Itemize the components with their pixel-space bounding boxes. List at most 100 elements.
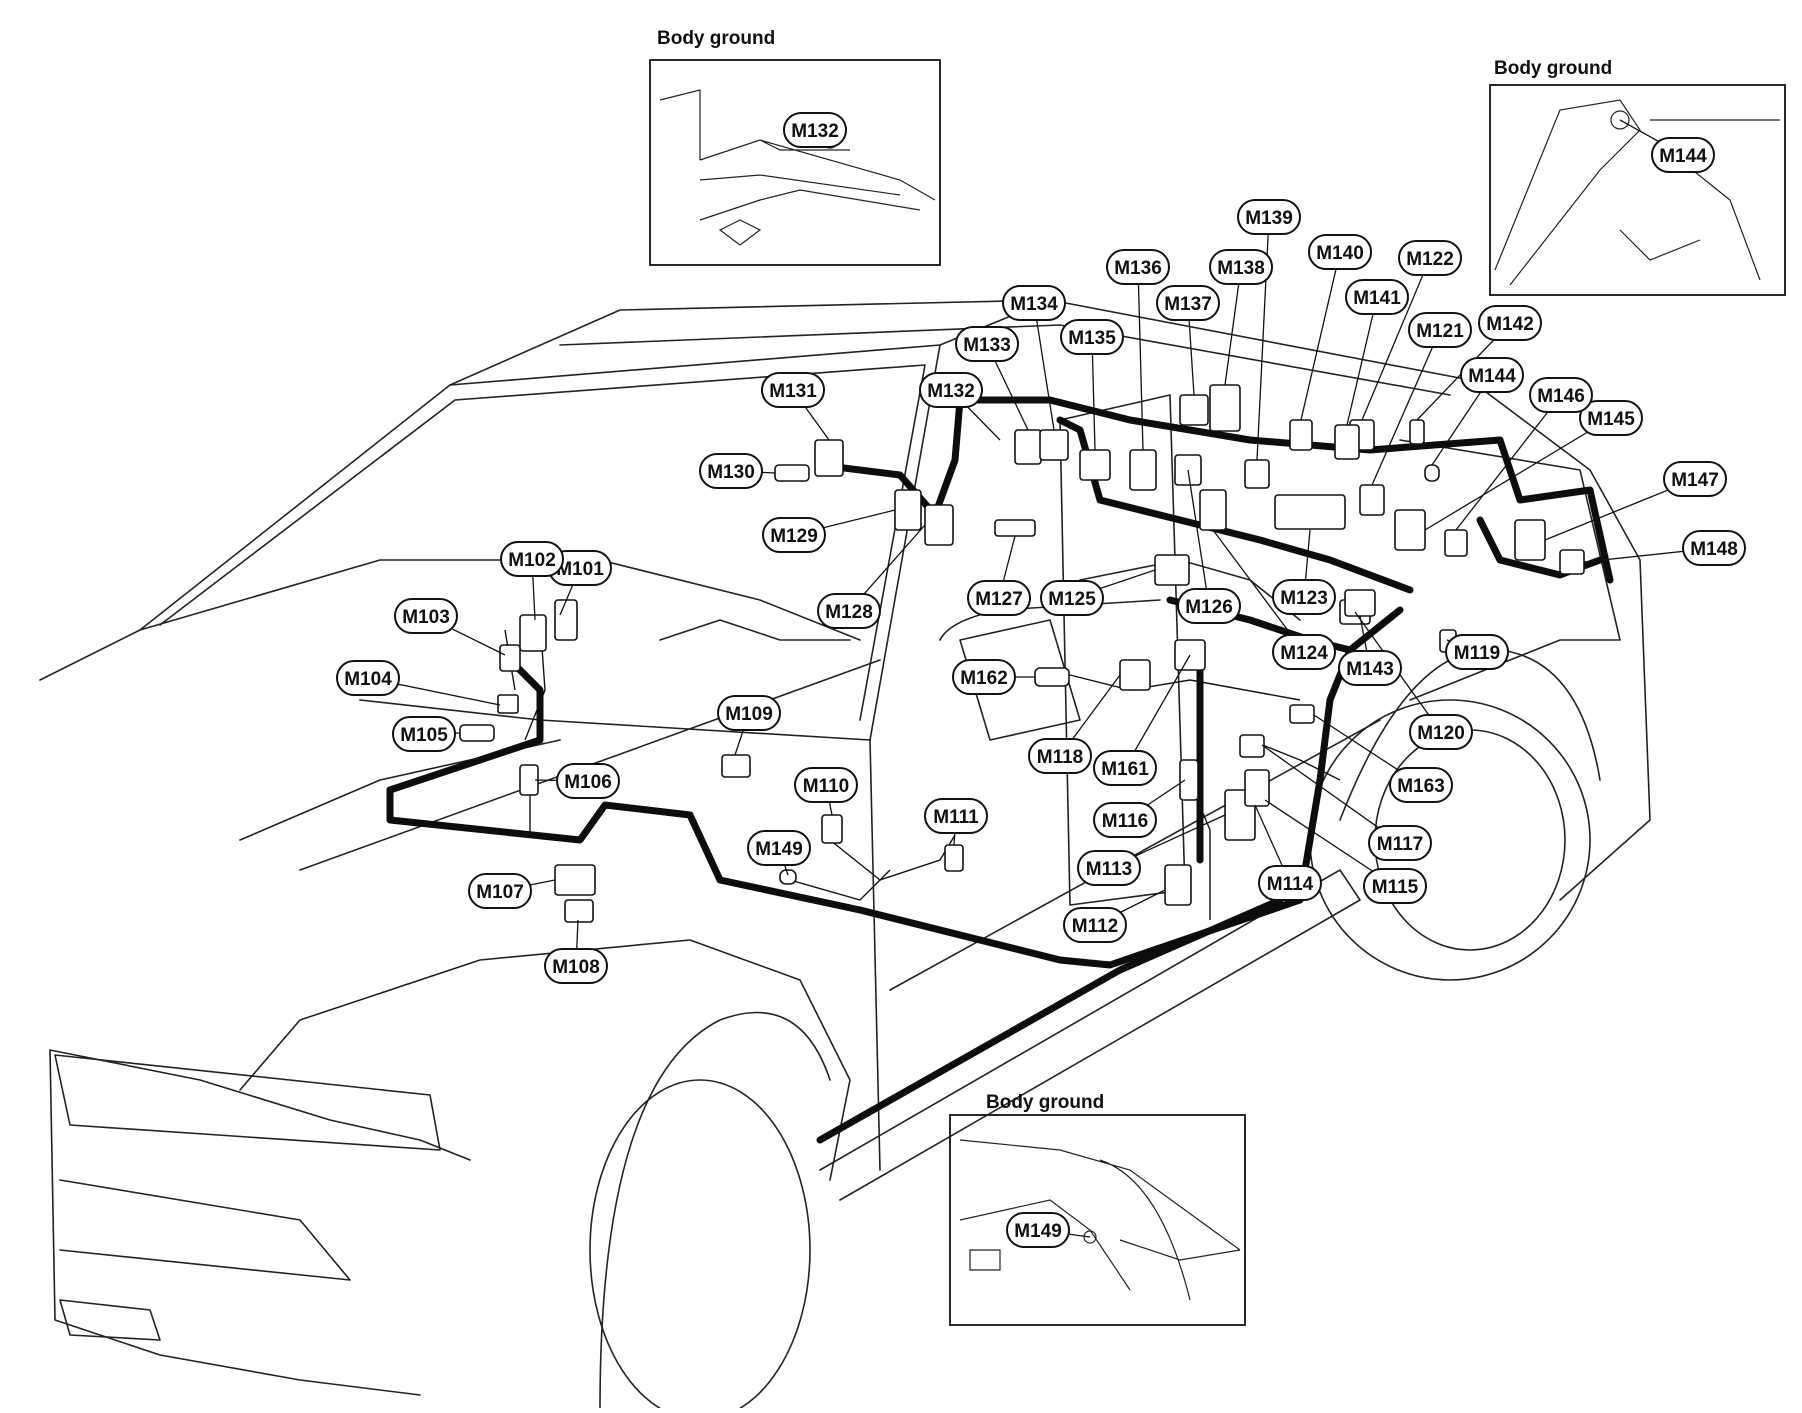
callout-m137-40: M137 [1156,285,1220,321]
callout-bubble [1106,249,1170,285]
car-door-front [869,739,881,1171]
callout-label: M133 [963,335,1011,356]
callout-bubble [1368,825,1432,861]
callout-m125-28: M125 [1040,580,1104,616]
callout-m126-29: M126 [1177,588,1241,624]
callout-m142-45: M142 [1478,305,1542,341]
connector-m145 [1394,509,1426,551]
connector-m111 [944,844,964,872]
connector-m129 [894,489,922,531]
callout-bubble [783,112,847,148]
connector-m130 [774,464,810,482]
inset-title-m132: Body ground [657,28,776,49]
connector-m140 [1289,419,1313,451]
callout-label: M114 [1267,874,1314,895]
callout-label: M132 [791,121,839,142]
callout-label: M120 [1417,723,1465,744]
callout-label: M109 [725,704,773,725]
callout-label: M126 [1185,597,1233,618]
callout-label: M163 [1397,776,1445,797]
callout-m118-18: M118 [1028,738,1092,774]
connector-m136 [1129,449,1157,491]
callout-m108-7: M108 [544,948,608,984]
connector-m142 [1409,419,1425,445]
leader-m122-25 [1361,257,1431,421]
callout-bubble [1445,634,1509,670]
callout-label: M162 [960,668,1008,689]
connector-m146 [1444,529,1468,557]
callout-m133-36: M133 [955,326,1019,362]
inset-box-m144 [1489,84,1786,296]
callout-bubble [1529,377,1593,413]
inset-m132-sketch [659,89,936,246]
callout-m107-6: M107 [468,873,532,909]
callout-label: M128 [825,602,873,623]
connector-m123 [1274,494,1346,530]
callout-m105-4: M105 [392,716,456,752]
callout-label: M136 [1114,258,1162,279]
callout-bubble [1579,400,1643,436]
connector-m139 [1244,459,1270,489]
callout-bubble [762,517,826,553]
connector-m134 [1039,429,1069,461]
car-foglamp [59,1299,161,1341]
callout-bubble [1272,634,1336,670]
callout-bubble [1002,285,1066,321]
connector-m137 [1179,394,1209,426]
inset-m144-sketch [1494,99,1780,286]
callout-label: M144 [1659,146,1707,167]
connector-m108 [564,899,594,923]
callout-bubble [1478,305,1542,341]
callout-label: M115 [1372,877,1419,898]
callout-m112-12: M112 [1063,907,1127,943]
callout-bubble [1028,738,1092,774]
callout-bubble [1060,319,1124,355]
callout-bubble [544,948,608,984]
callout-m147-50: M147 [1663,461,1727,497]
car-windshield [139,344,941,741]
connector-m162 [1034,667,1070,687]
callout-label: M139 [1245,208,1293,229]
callout-bubble [955,326,1019,362]
callout-bubble [1237,199,1301,235]
connector-m133 [1014,429,1042,465]
callout-m101-0: M101 [548,550,612,586]
callout-m103-2: M103 [394,598,458,634]
callout-m104-3: M104 [336,660,400,696]
callout-label: M134 [1010,294,1058,315]
inset-box-m149 [949,1114,1246,1326]
callout-bubble [1093,802,1157,838]
connector-m117 [1239,734,1265,758]
callout-bubble [1272,579,1336,615]
callout-bubble [1460,357,1524,393]
callout-bubble [468,873,532,909]
leader-m134-37 [1033,302,1055,431]
wire-m149 [789,869,891,901]
harness-front-left [386,661,544,794]
callout-label: M146 [1537,386,1585,407]
callout-label: M101 [556,559,604,580]
callout-label: M131 [769,381,817,402]
connector-m163 [1289,704,1315,724]
callout-bubble [392,716,456,752]
connector-m121 [1359,484,1385,516]
connector-m124 [1199,489,1227,531]
callout-m132-35: M132 [919,372,983,408]
callout-label: M113 [1086,859,1132,880]
callout-m106-5: M106 [556,763,620,799]
leader-m146-49 [1455,394,1562,531]
connector-m135 [1079,449,1111,481]
callout-m162-20: M162 [952,659,1016,695]
callout-m115-15: M115 [1363,868,1427,904]
car-rear-quarter [1559,469,1651,901]
car-seat-outline [959,619,1081,741]
callout-label: M107 [476,882,524,903]
callout-bubble [919,372,983,408]
leader-m121-24 [1371,329,1441,486]
callout-label: M117 [1377,834,1423,855]
callout-label: M147 [1671,470,1719,491]
callout-label: M132 [927,381,975,402]
callout-m135-38: M135 [1060,319,1124,355]
